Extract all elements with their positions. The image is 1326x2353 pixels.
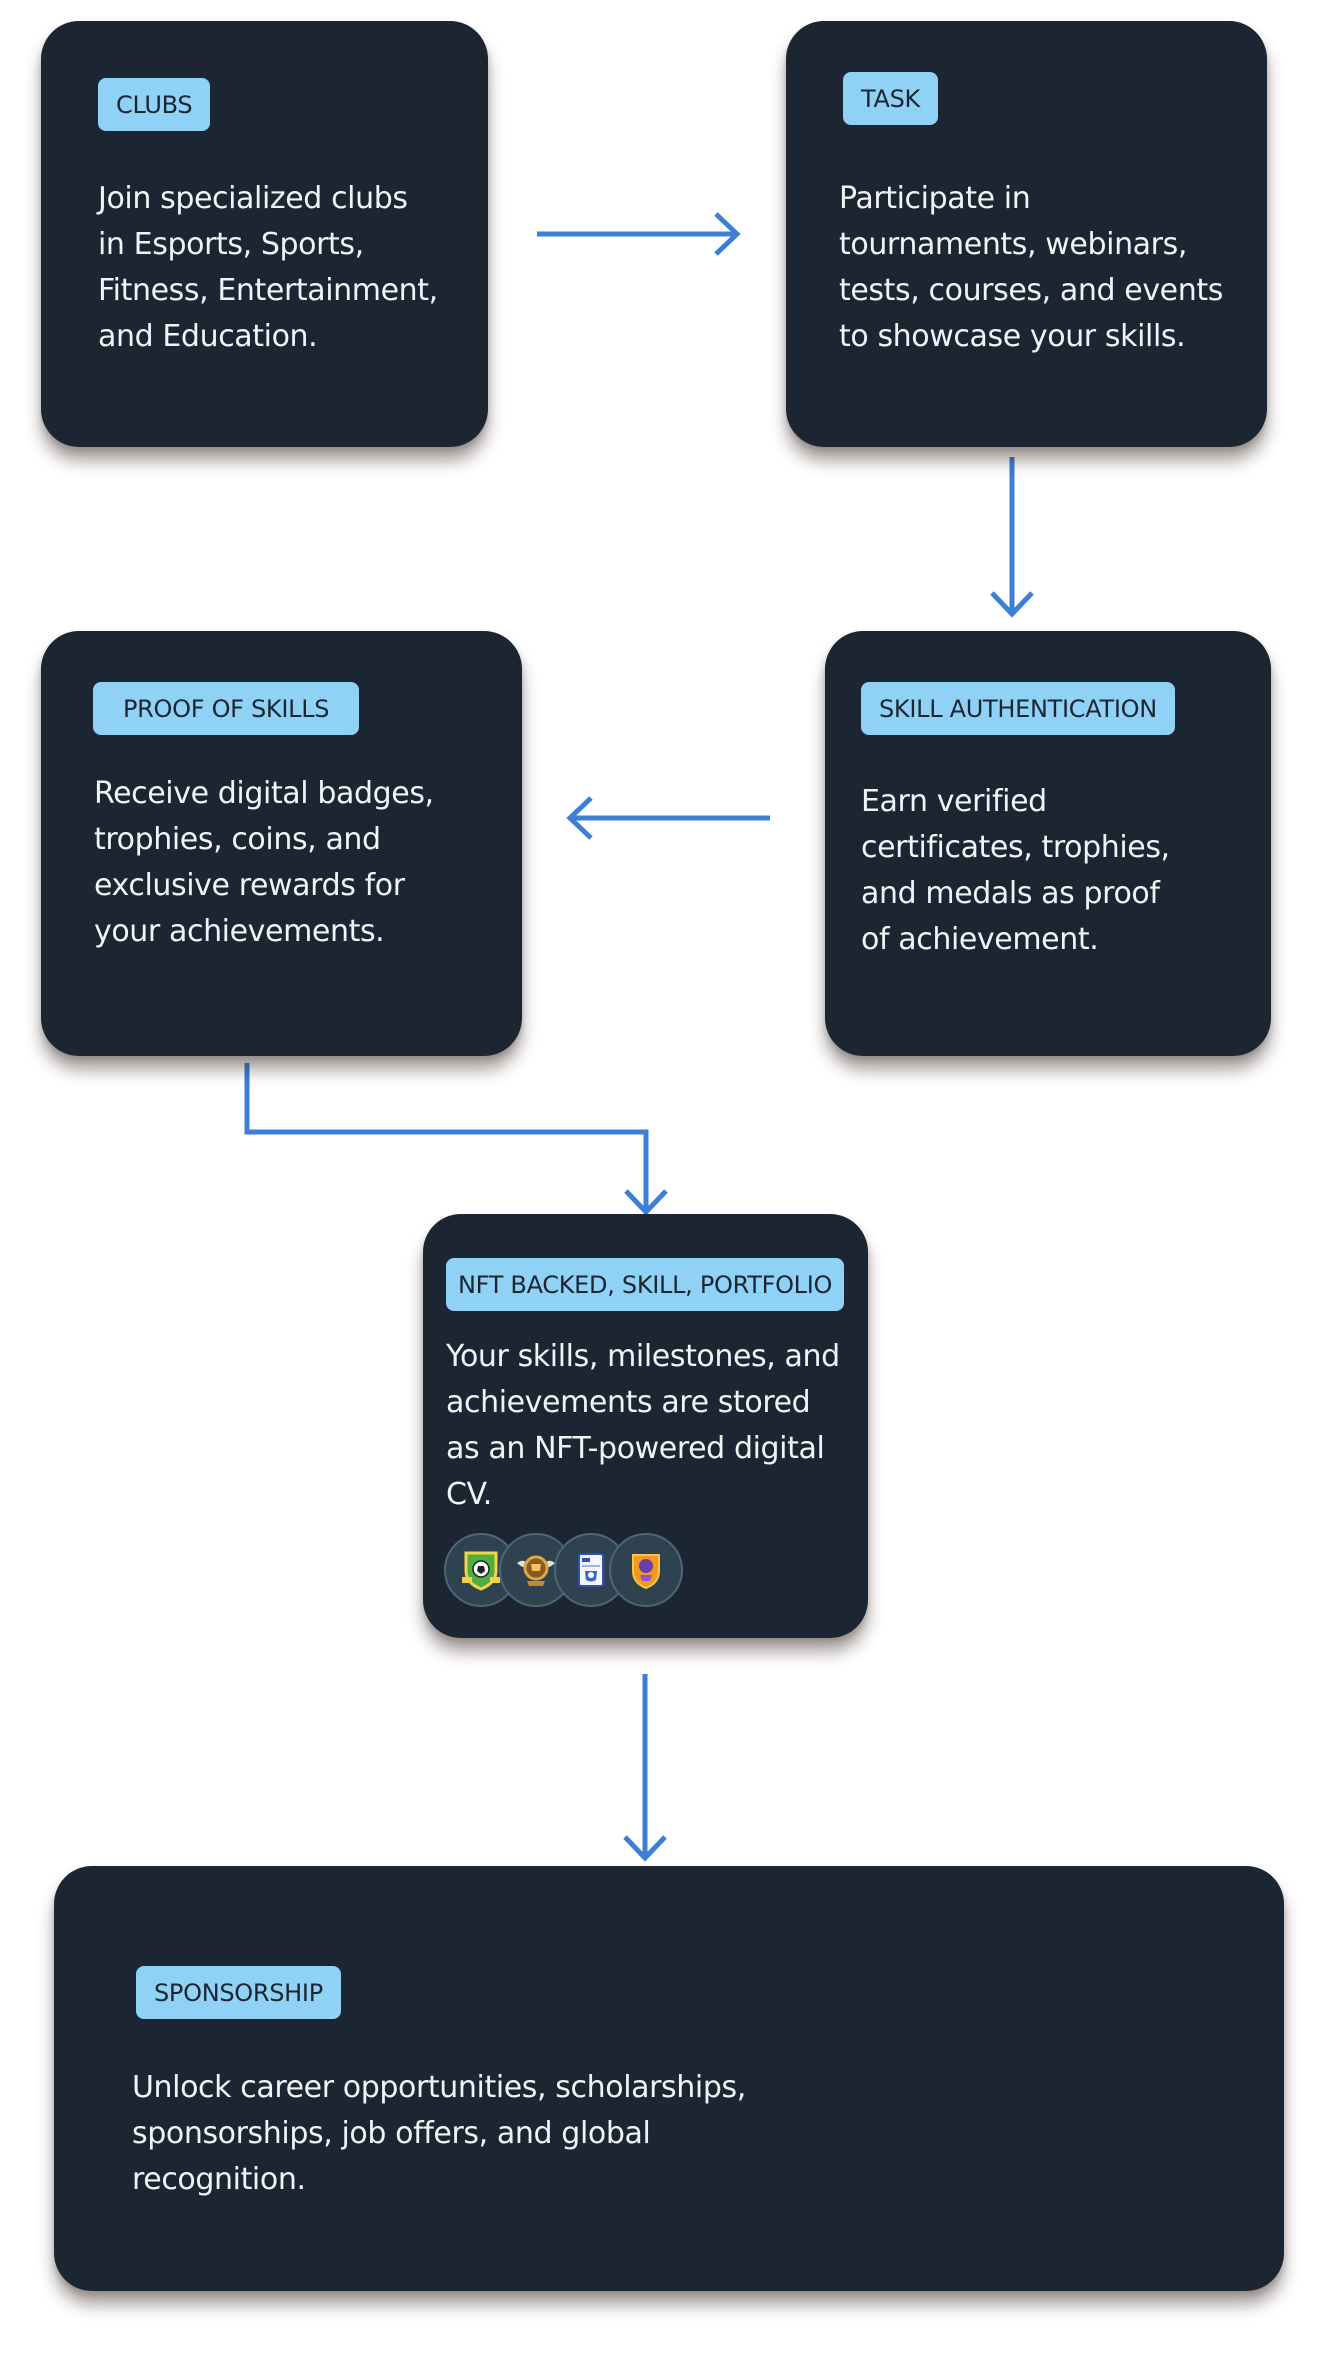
description-line: in Esports, Sports, — [98, 227, 364, 262]
step-description-proof-of-skills: Receive digital badges, trophies, coins,… — [94, 771, 434, 955]
description-line: Join specialized clubs — [98, 181, 408, 216]
description-line: CV. — [446, 1477, 492, 1512]
description-line: and Education. — [98, 319, 318, 354]
step-badge-task: TASK — [843, 72, 938, 125]
description-line: Fitness, Entertainment, — [98, 273, 438, 308]
description-line: tests, courses, and events — [839, 273, 1223, 308]
description-line: sponsorships, job offers, and global — [132, 2116, 651, 2151]
crest-shield-icon — [609, 1533, 683, 1607]
step-card-task: TASK Participate in tournaments, webinar… — [786, 21, 1267, 447]
description-line: certificates, trophies, — [861, 830, 1170, 865]
description-line: recognition. — [132, 2162, 306, 2197]
description-line: trophies, coins, and — [94, 822, 381, 857]
arrow-clubs-to-task — [537, 212, 741, 256]
description-line: your achievements. — [94, 914, 385, 949]
step-badge-sponsorship: SPONSORSHIP — [136, 1966, 341, 2019]
step-badge-nft-portfolio: NFT BACKED, SKILL, PORTFOLIO — [446, 1258, 845, 1311]
description-line: exclusive rewards for — [94, 868, 405, 903]
step-description-task: Participate in tournaments, webinars, te… — [839, 176, 1223, 360]
description-line: Your skills, milestones, and — [446, 1339, 840, 1374]
step-badge-clubs: CLUBS — [98, 78, 211, 131]
step-description-sponsorship: Unlock career opportunities, scholarship… — [132, 2065, 746, 2203]
description-line: of achievement. — [861, 922, 1099, 957]
description-line: as an NFT-powered digital — [446, 1431, 825, 1466]
description-line: and medals as proof — [861, 876, 1160, 911]
step-badge-skill-authentication: SKILL AUTHENTICATION — [861, 682, 1175, 735]
step-card-proof-of-skills: PROOF OF SKILLS Receive digital badges, … — [41, 631, 522, 1056]
arrow-proof-of-skills-to-nft-portfolio — [244, 1063, 668, 1216]
step-card-skill-authentication: SKILL AUTHENTICATION Earn verified certi… — [825, 631, 1271, 1056]
description-line: tournaments, webinars, — [839, 227, 1187, 262]
description-line: Unlock career opportunities, scholarship… — [132, 2070, 746, 2105]
step-badge-proof-of-skills: PROOF OF SKILLS — [93, 682, 360, 735]
step-description-skill-authentication: Earn verified certificates, trophies, an… — [861, 779, 1170, 963]
arrow-skill-authentication-to-proof-of-skills — [566, 796, 770, 840]
description-line: achievements are stored — [446, 1385, 811, 1420]
step-card-clubs: CLUBS Join specialized clubs in Esports,… — [41, 21, 488, 447]
arrow-nft-portfolio-to-sponsorship — [623, 1674, 667, 1862]
step-card-sponsorship: SPONSORSHIP Unlock career opportunities,… — [54, 1866, 1284, 2291]
step-description-clubs: Join specialized clubs in Esports, Sport… — [98, 176, 438, 360]
arrow-task-to-skill-authentication — [990, 457, 1034, 618]
description-line: Earn verified — [861, 784, 1047, 819]
step-description-nft-portfolio: Your skills, milestones, and achievement… — [446, 1334, 840, 1518]
description-line: Participate in — [839, 181, 1031, 216]
certificate-card-icon — [554, 1533, 628, 1607]
portfolio-medals — [444, 1533, 684, 1611]
description-line: to showcase your skills. — [839, 319, 1186, 354]
description-line: Receive digital badges, — [94, 776, 434, 811]
